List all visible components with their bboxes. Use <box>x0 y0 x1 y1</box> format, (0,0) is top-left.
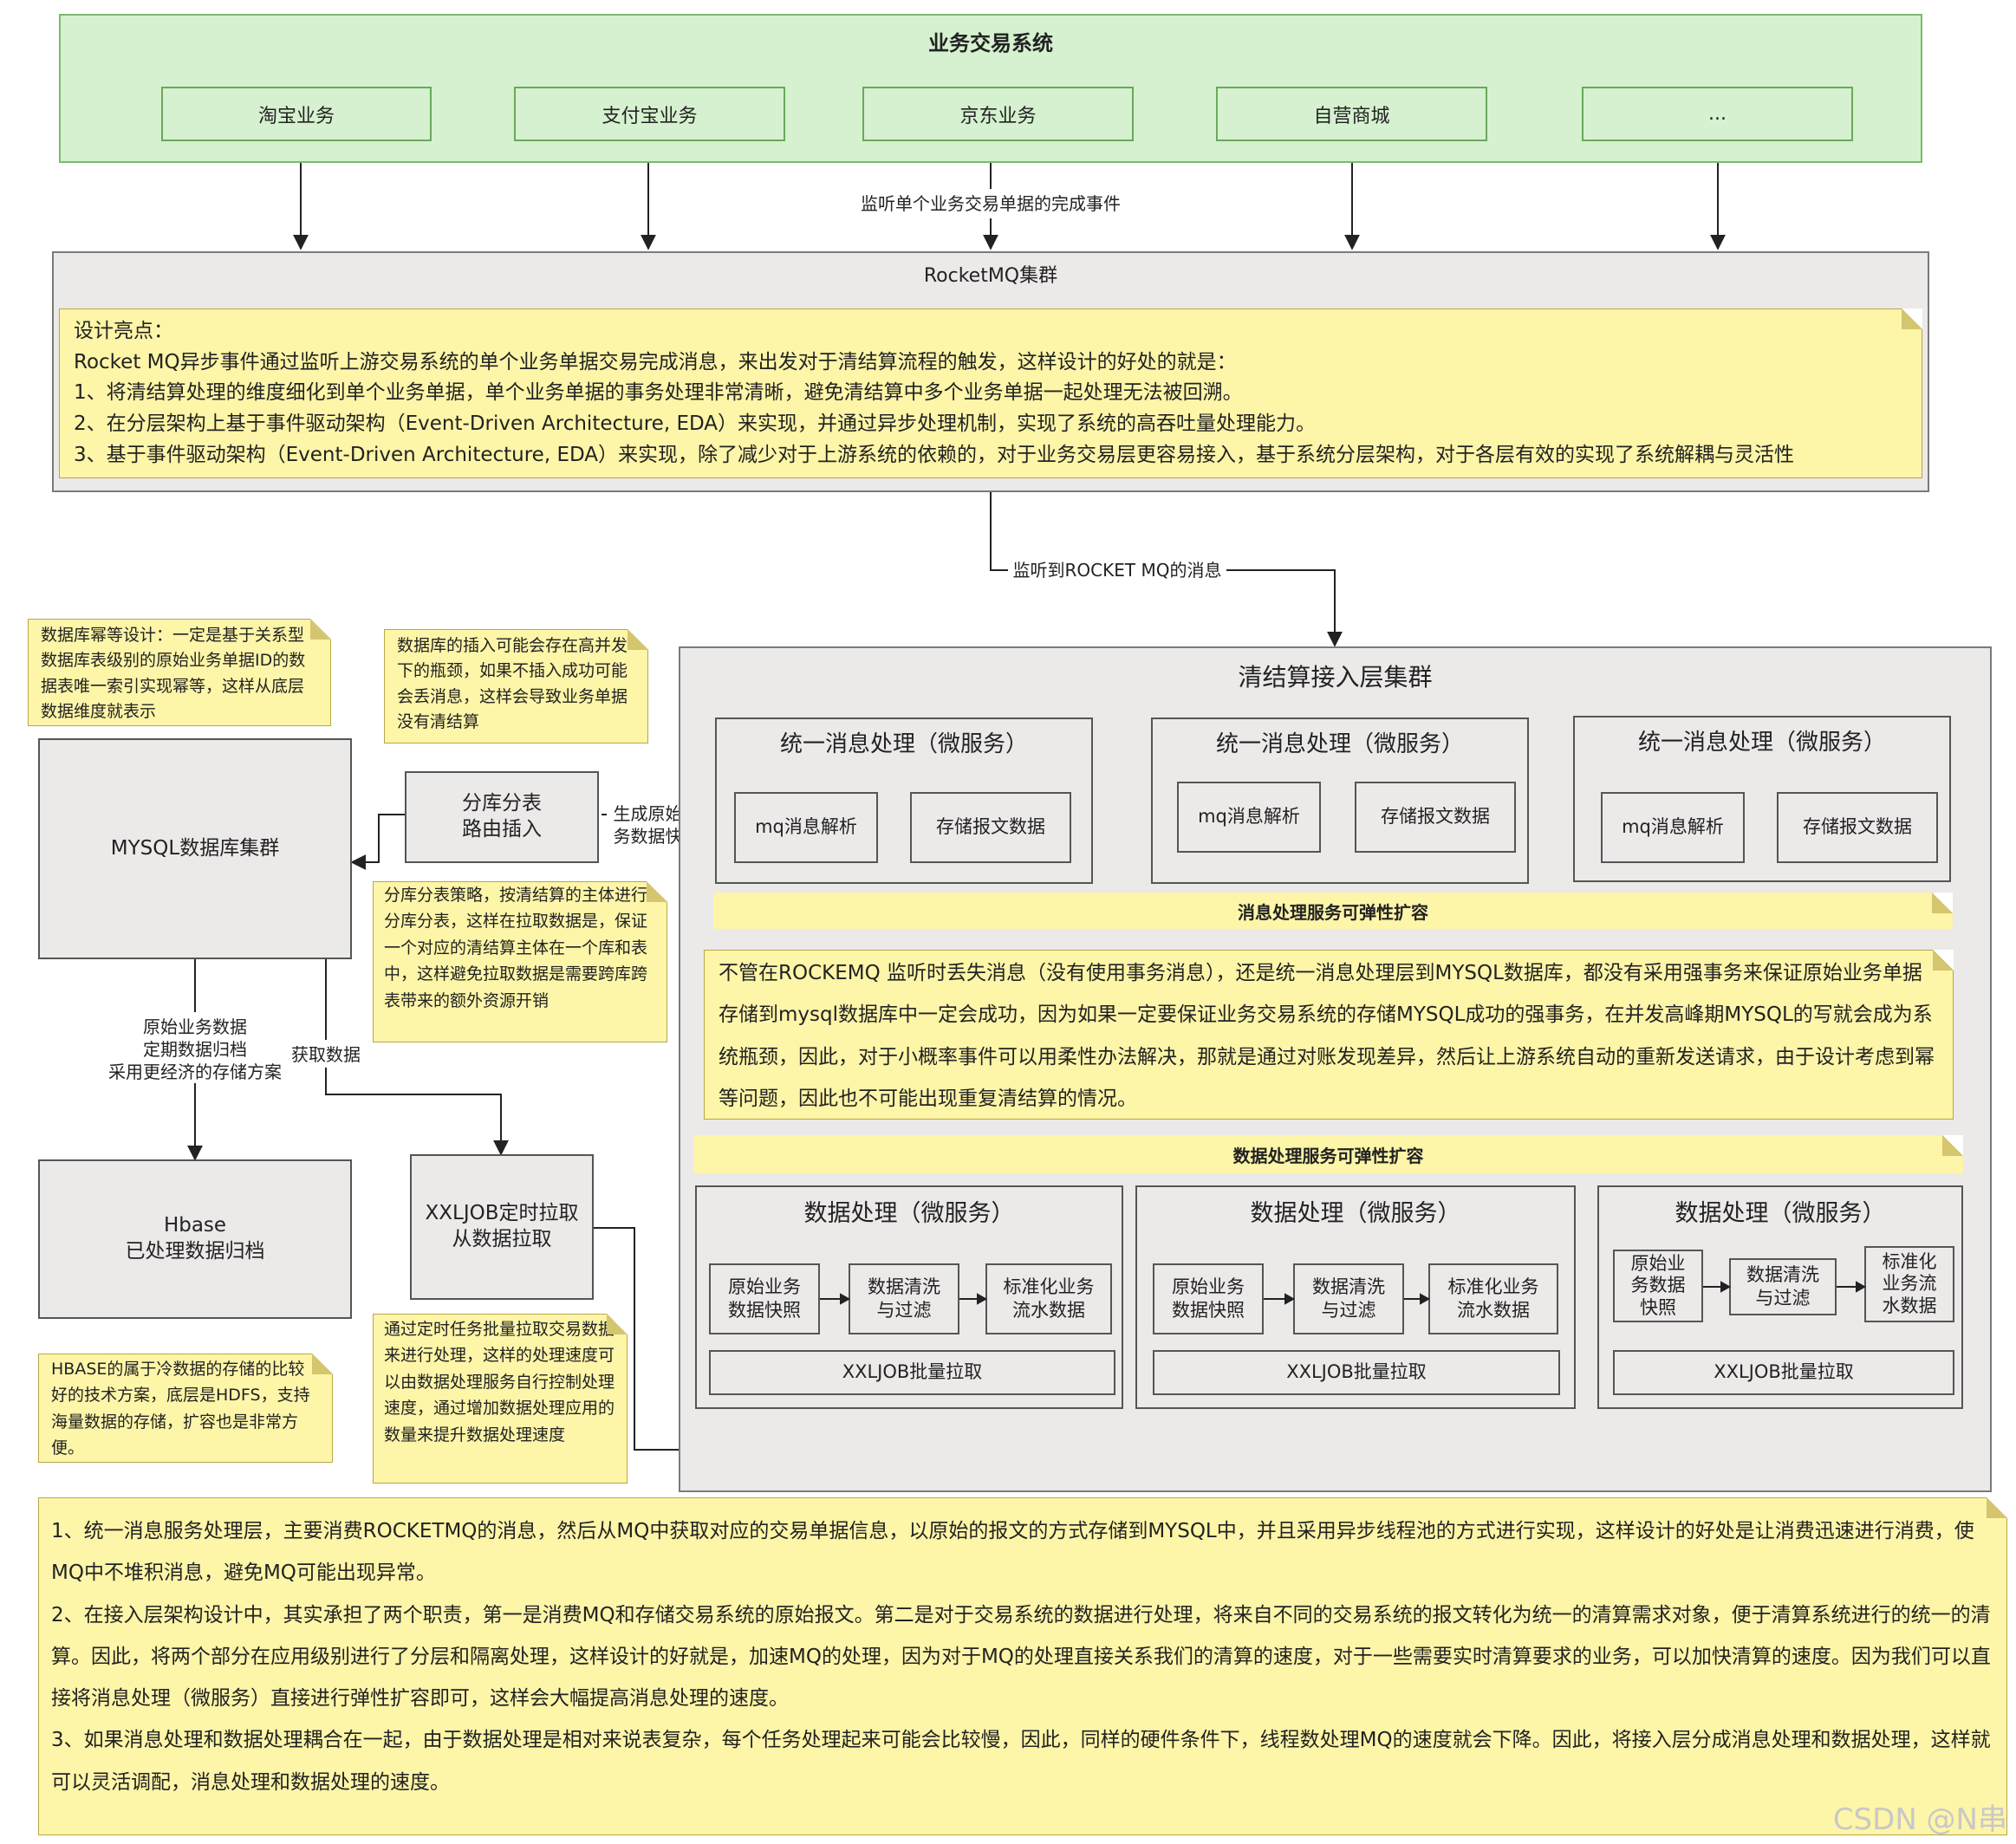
biz-item-alipay: 支付宝业务 <box>514 87 785 141</box>
standard-flow-box: 标准化 业务流 水数据 <box>1864 1246 1954 1322</box>
data-service-2: 数据处理（微服务） 原始业务 数据快照 数据清洗 与过滤 标准化业务 流水数据 … <box>1135 1185 1576 1409</box>
edge-label-fetch-data: 获取数据 <box>286 1043 366 1066</box>
msg-service-3: 统一消息处理（微服务） mq消息解析 存储报文数据 <box>1573 716 1951 882</box>
mysql-cluster: MYSQL数据库集群 <box>38 738 352 959</box>
edge-label-archive: 原始业务数据 定期数据归档 采用更经济的存储方案 <box>97 1016 293 1083</box>
store-message-box: 存储报文数据 <box>1355 782 1516 853</box>
biz-item-self-mall: 自营商城 <box>1216 87 1487 141</box>
note-insert-bottleneck: 数据库的插入可能会存在高并发下的瓶颈，如果不插入成功可能会丢消息，这样会导致业务… <box>384 629 648 743</box>
data-scale-banner: 数据处理服务可弹性扩容 <box>693 1135 1963 1173</box>
rocketmq-title: RocketMQ集群 <box>923 265 1058 287</box>
data-clean-box: 数据清洗 与过滤 <box>1293 1263 1404 1334</box>
data-clean-box: 数据清洗 与过滤 <box>849 1263 959 1334</box>
note-hbase: HBASE的属于冷数据的存储的比较好的技术方案，底层是HDFS，支持海量数据的存… <box>38 1354 333 1463</box>
arrow-rocketmq-to-clearing <box>990 492 1008 571</box>
data-service-title: 数据处理（微服务） <box>1250 1200 1461 1227</box>
hbase-archive: Hbase 已处理数据归档 <box>38 1159 352 1319</box>
bottom-note-line-0: 1、统一消息服务处理层，主要消费ROCKETMQ的消息，然后从MQ中获取对应的交… <box>51 1520 1974 1585</box>
msg-service-title: 统一消息处理（微服务） <box>1215 731 1464 757</box>
bottom-note-line-1: 2、在接入层架构设计中，其实承担了两个职责，第一是消费MQ和存储交易系统的原始报… <box>51 1603 1991 1711</box>
data-flow-arrows <box>1703 1281 1867 1293</box>
store-message-box: 存储报文数据 <box>910 792 1071 863</box>
rocketmq-note-line-4: 3、基于事件驱动架构（Event-Driven Architecture, ED… <box>74 443 1795 466</box>
note-shard-strategy: 分库分表策略，按清结算的主体进行分库分表，这样在拉取数据是，保证一个对应的清结算… <box>373 881 667 1042</box>
biz-item-taobao: 淘宝业务 <box>161 87 432 141</box>
data-service-3: 数据处理（微服务） 原始业 务数据 快照 数据清洗 与过滤 标准化 业务流 水数… <box>1597 1185 1963 1409</box>
biz-item-more: ... <box>1582 87 1853 141</box>
arrow-shard-to-mysql <box>350 814 405 870</box>
raw-snapshot-box: 原始业务 数据快照 <box>709 1263 820 1334</box>
msg-service-2: 统一消息处理（微服务） mq消息解析 存储报文数据 <box>1151 717 1529 884</box>
clearing-title: 清结算接入层集群 <box>1238 663 1433 692</box>
data-flow-arrows <box>820 1293 988 1305</box>
msg-service-title: 统一消息处理（微服务） <box>779 731 1028 757</box>
rocketmq-note-line-2: 1、将清结算处理的维度细化到单个业务单据，单个业务单据的事务处理非常清晰，避免清… <box>74 381 1243 405</box>
note-xxljob: 通过定时任务批量拉取交易数据来进行处理，这样的处理速度可以由数据处理服务自行控制… <box>373 1314 628 1484</box>
shard-route-insert: 分库分表 路由插入 <box>405 771 599 863</box>
bottom-design-note: 1、统一消息服务处理层，主要消费ROCKETMQ的消息，然后从MQ中获取对应的交… <box>38 1497 2007 1835</box>
store-message-box: 存储报文数据 <box>1777 792 1938 863</box>
mq-parse-box: mq消息解析 <box>1177 782 1321 853</box>
standard-flow-box: 标准化业务 流水数据 <box>1428 1263 1558 1334</box>
raw-snapshot-box: 原始业 务数据 快照 <box>1613 1250 1703 1322</box>
xxljob-batch-box: XXLJOB批量拉取 <box>1613 1350 1954 1395</box>
mq-parse-box: mq消息解析 <box>734 792 878 863</box>
msg-service-1: 统一消息处理（微服务） mq消息解析 存储报文数据 <box>715 717 1093 884</box>
data-service-title: 数据处理（微服务） <box>1675 1200 1886 1227</box>
edge-label-listen-single: 监听单个业务交易单据的完成事件 <box>849 192 1132 215</box>
xxljob-batch-box: XXLJOB批量拉取 <box>709 1350 1115 1395</box>
note-idempotent: 数据库幂等设计：一定是基于关系型数据库表级别的原始业务单据ID的数据表唯一索引实… <box>28 619 331 726</box>
biz-item-jd: 京东业务 <box>862 87 1134 141</box>
msg-service-title: 统一消息处理（微服务） <box>1637 730 1886 756</box>
raw-snapshot-box: 原始业务 数据快照 <box>1153 1263 1264 1334</box>
xxljob-fetch: XXLJOB定时拉取 从数据拉取 <box>410 1154 594 1300</box>
msg-scale-banner: 消息处理服务可弹性扩容 <box>713 893 1953 929</box>
rocketmq-design-note: 设计亮点： Rocket MQ异步事件通过监听上游交易系统的单个业务单据交易完成… <box>59 308 1922 478</box>
rocketmq-note-line-0: 设计亮点： <box>74 320 173 342</box>
biz-system-title: 业务交易系统 <box>928 31 1053 55</box>
rocketmq-note-line-3: 2、在分层架构上基于事件驱动架构（Event-Driven Architectu… <box>74 412 1317 435</box>
rocketmq-note-line-1: Rocket MQ异步事件通过监听上游交易系统的单个业务单据交易完成消息，来出发… <box>74 350 1237 373</box>
xxljob-batch-box: XXLJOB批量拉取 <box>1153 1350 1560 1395</box>
bottom-note-line-2: 3、如果消息处理和数据处理耦合在一起，由于数据处理是相对来说表复杂，每个任务处理… <box>51 1729 1991 1794</box>
data-flow-arrows <box>1264 1293 1431 1305</box>
data-clean-box: 数据清洗 与过滤 <box>1729 1258 1837 1315</box>
mq-parse-box: mq消息解析 <box>1601 792 1745 863</box>
data-service-title: 数据处理（微服务） <box>803 1200 1015 1227</box>
note-no-strong-transaction: 不管在ROCKEMQ 监听时丢失消息（没有使用事务消息），还是统一消息处理层到M… <box>704 950 1954 1120</box>
data-service-1: 数据处理（微服务） 原始业务 数据快照 数据清洗 与过滤 标准化业务 流水数据 … <box>695 1185 1123 1409</box>
watermark: CSDN @N串 <box>1832 1802 2007 1837</box>
edge-label-listen-rocketmq: 监听到ROCKET MQ的消息 <box>1008 559 1226 581</box>
